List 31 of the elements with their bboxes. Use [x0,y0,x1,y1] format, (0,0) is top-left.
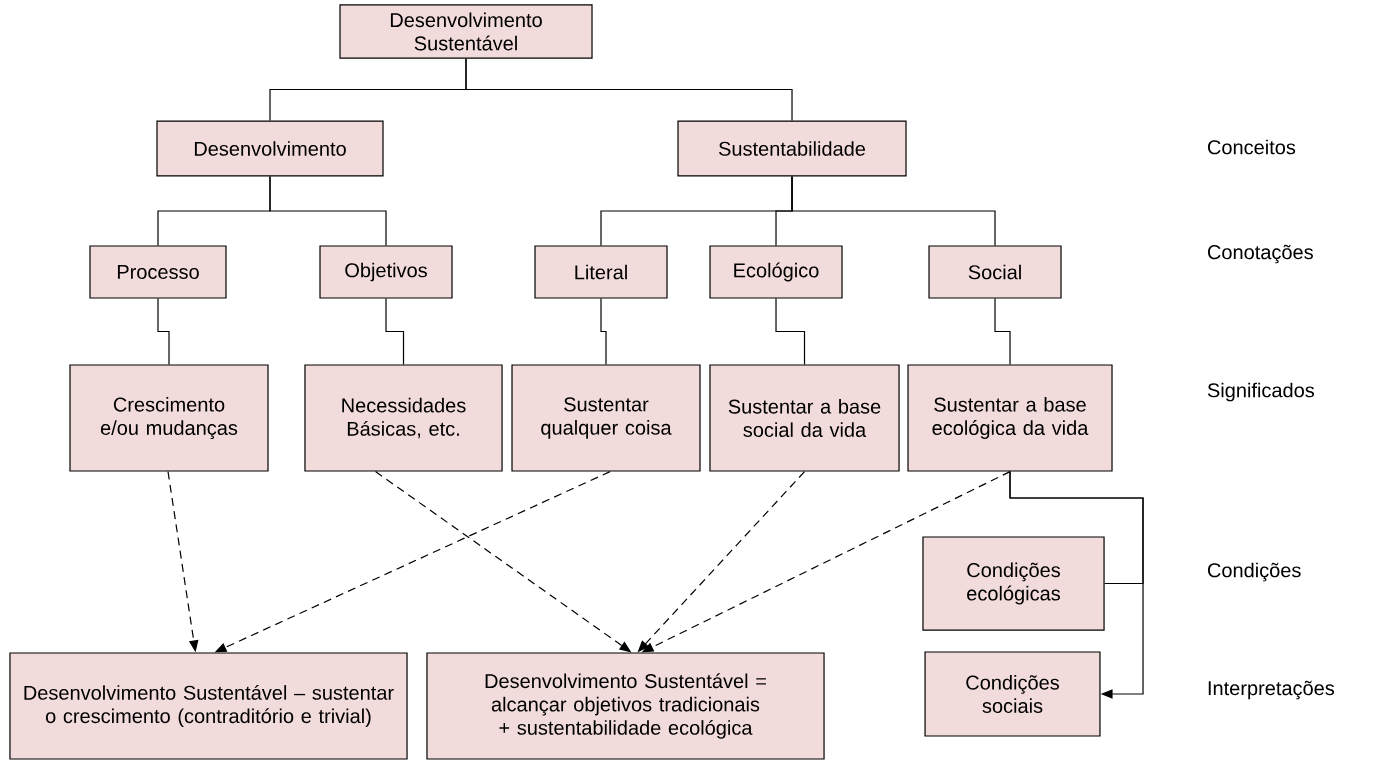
connector [775,298,806,365]
box: Crescimento e/ou mudanças [69,364,269,472]
box: Desenvolvimento Sustentável – sustentar o crescimento (contraditório e trivial) [9,652,408,760]
connector [791,175,996,246]
box: Objetivos [319,245,453,299]
connector [157,298,170,365]
box: Ecológico [709,245,843,299]
box: Desenvolvimento Sustentável = alcançar objetivos tradicionais + sustentabilidade ecológica [426,652,825,760]
box: Processo [89,245,227,299]
box: Condições ecológicas [922,536,1105,631]
level-label: Interpretações [1208,680,1335,700]
level-label: Conotações [1207,244,1313,264]
box: Desenvolvimento [156,120,384,177]
level-label: Condições [1207,562,1301,582]
box: Necessidades Básicas, etc. [304,364,503,472]
connector [269,175,387,246]
connector [465,58,793,122]
box: Desenvolvimento Sustentável [339,4,593,59]
connector [600,298,607,365]
box: Sustentabilidade [677,120,907,177]
level-label: Significados [1207,382,1315,402]
box: Sustentar a base ecológica da vida [907,364,1113,472]
box: Social [928,245,1062,299]
connector [994,298,1011,365]
connector [385,298,405,365]
connector [1009,471,1144,699]
box: Sustentar a base social da vida [709,364,900,472]
box: Condições sociais [924,651,1101,737]
box: Sustentar qualquer coisa [511,364,701,472]
level-label: Conceitos [1207,139,1296,155]
box: Literal [534,245,668,299]
